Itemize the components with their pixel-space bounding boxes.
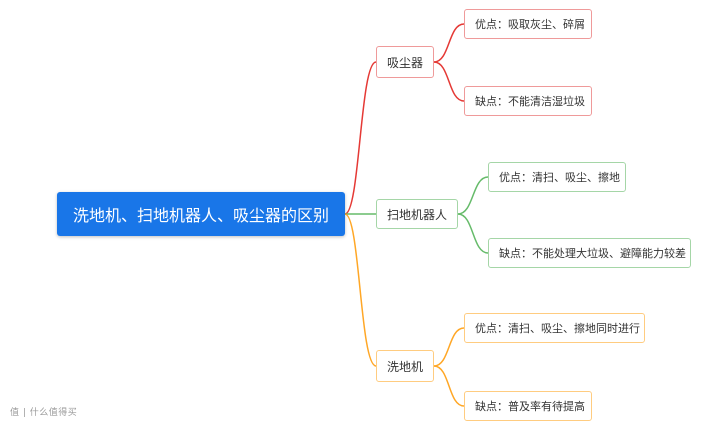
connector-root-washer <box>344 213 377 367</box>
connector-root-vacuum <box>344 61 377 215</box>
leaf-vacuum-pros[interactable]: 优点：吸取灰尘、碎屑 <box>464 9 592 39</box>
leaf-washer-cons[interactable]: 缺点：普及率有待提高 <box>464 391 592 421</box>
connector-robot-pros <box>457 176 489 215</box>
branch-floor-washer[interactable]: 洗地机 <box>376 350 434 382</box>
leaf-robot-pros[interactable]: 优点：清扫、吸尘、擦地 <box>488 162 626 192</box>
branch-robot-vacuum[interactable]: 扫地机器人 <box>376 199 458 229</box>
connector-robot-cons <box>457 213 489 254</box>
connector-washer-pros <box>433 327 465 367</box>
root-topic[interactable]: 洗地机、扫地机器人、吸尘器的区别 <box>57 192 345 236</box>
connector-washer-cons <box>433 365 465 407</box>
leaf-robot-cons[interactable]: 缺点：不能处理大垃圾、避障能力较差 <box>488 238 691 268</box>
watermark: 值 | 什么值得买 <box>10 408 78 418</box>
connector-vacuum-cons <box>433 61 465 102</box>
leaf-washer-pros[interactable]: 优点：清扫、吸尘、擦地同时进行 <box>464 313 645 343</box>
connector-vacuum-pros <box>433 23 465 63</box>
branch-vacuum-cleaner[interactable]: 吸尘器 <box>376 46 434 78</box>
leaf-vacuum-cons[interactable]: 缺点：不能清洁湿垃圾 <box>464 86 592 116</box>
